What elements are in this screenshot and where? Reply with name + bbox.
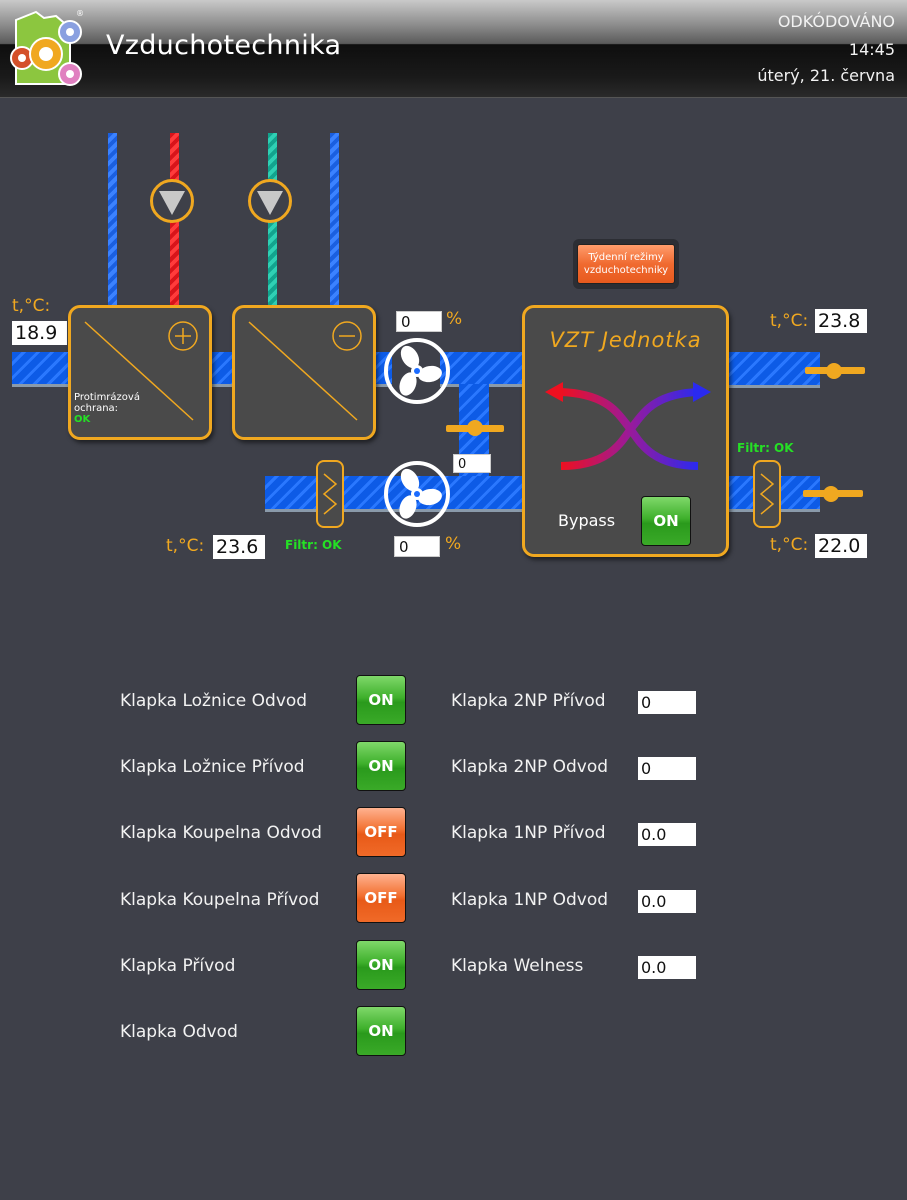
header-bar: ® Vzduchotechnika ODKÓDOVÁNO 14:45 úterý…: [0, 0, 907, 98]
supply-out-temp-value: 23.8: [815, 309, 867, 333]
cooler-diagonal-icon: [248, 321, 362, 421]
supply-fan-percent-sign: %: [446, 309, 463, 329]
damper-label: Klapka Ložnice Odvod: [120, 691, 308, 711]
damper-label: Klapka Koupelna Přívod: [120, 890, 320, 910]
cooler-box[interactable]: [232, 305, 376, 440]
damper-value-label: Klapka 2NP Přívod: [451, 691, 606, 711]
damper-value-input[interactable]: 0.0: [638, 890, 696, 913]
bypass-label: Bypass: [558, 511, 616, 530]
clock-time: 14:45: [848, 40, 895, 59]
damper-toggle-button[interactable]: ON: [356, 1006, 406, 1056]
weekly-modes-button[interactable]: Týdenní režimy vzduchotechniky: [577, 244, 675, 284]
filter-left-status: Filtr: OK: [285, 538, 342, 552]
supply-duct-out: [726, 352, 820, 388]
bypass-damper-value-input[interactable]: 0: [453, 454, 491, 473]
damper-label: Klapka Přívod: [120, 956, 236, 976]
filter-right-icon: [753, 460, 781, 528]
damper-label: Klapka Ložnice Přívod: [120, 757, 305, 777]
supply-fan-icon[interactable]: [384, 338, 450, 404]
damper-toggle-button[interactable]: ON: [356, 675, 406, 725]
connection-status: ODKÓDOVÁNO: [777, 12, 895, 31]
damper-value-label: Klapka Welness: [451, 956, 584, 976]
antifreeze-status: OK: [74, 414, 91, 425]
bypass-toggle-button[interactable]: ON: [641, 496, 691, 546]
antifreeze-label-2: ochrana:: [74, 403, 119, 414]
damper-value-label: Klapka 1NP Přívod: [451, 823, 606, 843]
supply-fan-percent-input[interactable]: 0: [396, 311, 442, 332]
outside-temp-label: t,°C:: [12, 296, 51, 316]
bypass-damper-handle[interactable]: [467, 420, 483, 436]
clock-date: úterý, 21. června: [757, 66, 895, 85]
svg-text:®: ®: [76, 9, 84, 18]
supply-duct-to-unit: [440, 352, 530, 387]
exhaust-temp-value: 23.6: [213, 535, 265, 559]
damper-toggle-button[interactable]: OFF: [356, 807, 406, 857]
damper-value-input[interactable]: 0.0: [638, 956, 696, 979]
exhaust-fan-percent-sign: %: [445, 534, 462, 554]
exhaust-fan-percent-input[interactable]: 0: [394, 536, 440, 557]
heater-diagonal-icon: [84, 321, 198, 421]
filter-left-icon: [316, 460, 344, 528]
outside-temp-value: 18.9: [12, 321, 67, 345]
water-pipe-heater-return: [108, 133, 117, 308]
logo-icon: ®: [10, 9, 84, 86]
damper-value-input[interactable]: 0.0: [638, 823, 696, 846]
app-title: Vzduchotechnika: [106, 30, 342, 61]
heater-pump-icon[interactable]: [150, 179, 194, 223]
extract-in-temp-label: t,°C:: [770, 535, 809, 555]
cooler-pump-icon[interactable]: [248, 179, 292, 223]
minus-circle-icon: [332, 321, 362, 351]
vzt-unit-title: VZT Jednotka: [549, 328, 702, 352]
damper-toggle-button[interactable]: ON: [356, 940, 406, 990]
supply-out-temp-label: t,°C:: [770, 311, 809, 331]
supply-out-damper-handle[interactable]: [826, 363, 842, 379]
damper-value-label: Klapka 2NP Odvod: [451, 757, 609, 777]
exhaust-fan-icon[interactable]: [384, 461, 450, 527]
extract-in-temp-value: 22.0: [815, 534, 867, 558]
heat-exchanger-icon: [545, 382, 711, 470]
filter-right-status: Filtr: OK: [737, 441, 794, 455]
damper-toggle-button[interactable]: ON: [356, 741, 406, 791]
damper-value-input[interactable]: 0: [638, 691, 696, 714]
extract-in-damper-handle[interactable]: [823, 486, 839, 502]
damper-toggle-button[interactable]: OFF: [356, 873, 406, 923]
vzt-unit-box: VZT Jednotka Bypass ON: [522, 305, 729, 557]
weekly-modes-line2: vzduchotechniky: [583, 265, 669, 276]
weekly-modes-button-frame: Týdenní režimy vzduchotechniky: [573, 239, 679, 289]
heater-box[interactable]: Protimrázová ochrana: OK: [68, 305, 212, 440]
plus-circle-icon: [168, 321, 198, 351]
water-pipe-cooler-return: [330, 133, 339, 308]
damper-value-input[interactable]: 0: [638, 757, 696, 780]
damper-value-label: Klapka 1NP Odvod: [451, 890, 609, 910]
damper-label: Klapka Odvod: [120, 1022, 238, 1042]
weekly-modes-line1: Týdenní režimy: [588, 252, 664, 263]
antifreeze-label-1: Protimrázová: [74, 392, 140, 403]
damper-label: Klapka Koupelna Odvod: [120, 823, 322, 843]
exhaust-temp-label: t,°C:: [166, 536, 205, 556]
